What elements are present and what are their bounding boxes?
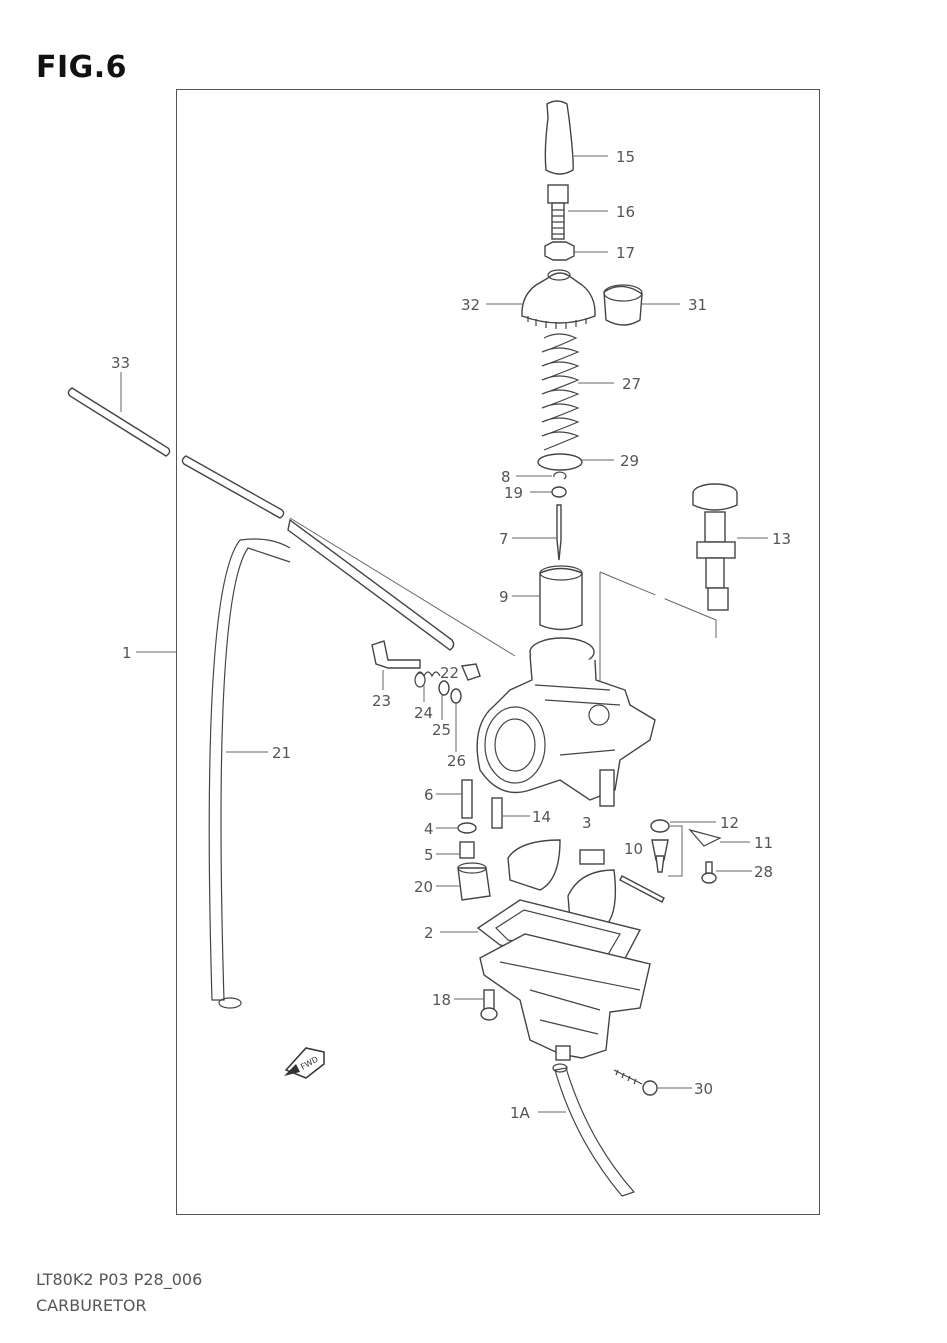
callout-19: 19 [504,484,523,502]
callout-21: 21 [272,744,291,762]
cable-adjuster-part [547,184,569,240]
top-cap-part [521,269,596,329]
callout-14: 14 [532,808,551,826]
callout-2: 2 [424,924,434,942]
callout-5: 5 [424,846,434,864]
callout-12: 12 [720,814,739,832]
callout-29: 29 [620,452,639,470]
spring-24-part [414,671,441,688]
screw-30-part [613,1069,658,1096]
washer-19-part [551,486,567,498]
callout-labels: 15 16 17 32 31 33 27 29 8 19 7 13 9 1 22… [111,148,791,1122]
callout-11: 11 [754,834,773,852]
spring-retainer-part [537,453,583,471]
callout-3: 3 [582,814,592,832]
jet-needle-part [556,504,562,561]
leader-lines [120,155,768,1113]
callout-6: 6 [424,786,434,804]
callout-4: 4 [424,820,434,838]
pilot-jet-part [461,779,473,819]
rubber-cover-part [603,284,643,326]
callout-28: 28 [754,863,773,881]
washer-25-part [438,680,450,696]
float-valve-clip-part [668,825,722,877]
callout-8: 8 [501,468,511,486]
air-jet-part [491,797,503,829]
footer-diagram-code: LT80K2 P03 P28_006 [36,1270,203,1289]
diagram-frame [176,89,820,1215]
carburetor-body-part [476,637,656,807]
needle-clip-part [553,471,567,480]
needle-jet-holder-part [457,862,491,901]
float-part [507,839,617,931]
needle-valve-seat-part [650,819,670,873]
callout-23: 23 [372,692,391,710]
throttle-spring-part [541,333,580,451]
washer-4-part [457,822,477,834]
screw-28-part [701,861,717,884]
callout-33: 33 [111,354,130,372]
float-chamber-gasket-part [476,899,642,969]
pilot-screw-part [371,640,421,669]
callout-25: 25 [432,721,451,739]
callout-20: 20 [414,878,433,896]
callout-31: 31 [688,296,707,314]
throttle-valve-part [539,565,583,631]
callout-30: 30 [694,1080,713,1098]
callout-7: 7 [499,530,509,548]
lock-nut-part [544,241,575,261]
callout-17: 17 [616,244,635,262]
overflow-hose-part [208,538,291,1009]
callout-18: 18 [432,991,451,1009]
main-jet-part [459,841,475,859]
forward-direction-badge: FWD [284,1047,325,1079]
callout-1: 1 [122,644,132,662]
callout-9: 9 [499,588,509,606]
callout-16: 16 [616,203,635,221]
callout-1A: 1A [510,1104,531,1122]
figure-title: FIG.6 [36,50,128,85]
footer-diagram-name: CARBURETOR [36,1296,147,1315]
callout-24: 24 [414,704,433,722]
o-ring-26-part [450,688,462,704]
callout-10: 10 [624,840,643,858]
float-pin-part [619,875,665,903]
callout-26: 26 [447,752,466,770]
vent-pipe-part [181,455,516,657]
callout-27: 27 [622,375,641,393]
starter-plunger-part [692,483,738,611]
callout-13: 13 [772,530,791,548]
callout-22: 22 [440,664,459,682]
screw-18-part [480,989,498,1021]
callout-32: 32 [461,296,480,314]
drain-hose-part [552,1063,636,1197]
cable-cap-part [544,100,574,175]
float-chamber-part [479,933,651,1061]
callout-15: 15 [616,148,635,166]
throttle-stop-22-part [460,663,481,681]
vent-pipe-33-part [67,387,171,457]
